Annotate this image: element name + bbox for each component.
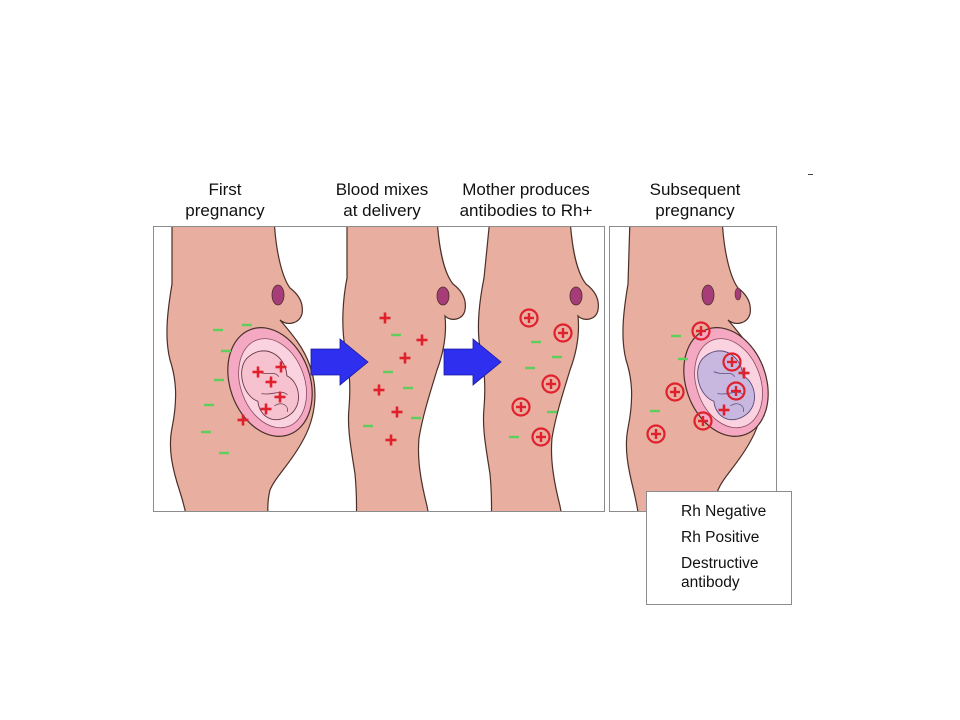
title-subsequent-pregnancy: Subsequent pregnancy — [630, 179, 760, 221]
rh-negative-symbol — [552, 355, 562, 359]
rh-negative-symbol — [678, 357, 688, 361]
title-mother-produces: Mother produces antibodies to Rh+ — [450, 179, 602, 221]
rh-negative-symbol — [383, 370, 393, 374]
title-line: antibodies to Rh+ — [459, 201, 593, 220]
title-first-pregnancy: First pregnancy — [180, 179, 270, 221]
breast-nipple — [734, 287, 742, 301]
rh-negative-symbol — [242, 323, 252, 327]
rh-positive-symbol — [385, 434, 397, 446]
rh-negative-symbol — [547, 410, 557, 414]
rh-positive-symbol — [275, 361, 287, 373]
legend-positive-label: Rh Positive — [681, 529, 760, 546]
rh-negative-symbol — [650, 409, 660, 413]
uterus-subsequent — [683, 327, 769, 437]
legend-negative-label: Rh Negative — [681, 503, 767, 520]
rh-positive-symbol — [274, 391, 286, 403]
destructive-antibody-symbol — [726, 381, 746, 401]
legend: Rh Negative Rh Positive Destructive anti… — [646, 491, 792, 605]
legend-antibody-line: Destructive — [681, 555, 759, 572]
rh-positive-symbol — [738, 367, 750, 379]
destructive-antibody-symbol — [665, 382, 685, 402]
destructive-antibody-symbol — [511, 397, 531, 417]
torso-subsequent-pregnancy — [622, 227, 769, 511]
destructive-antibody-symbol — [693, 411, 713, 431]
title-line: Mother produces — [462, 180, 590, 199]
rh-positive-symbol — [391, 406, 403, 418]
rh-positive-symbol — [252, 366, 264, 378]
rh-positive-symbol — [237, 414, 249, 426]
rh-positive-symbol — [373, 384, 385, 396]
rh-negative-symbol — [391, 333, 401, 337]
rh-negative-symbol — [403, 386, 413, 390]
arrow-2 — [443, 338, 502, 386]
rh-negative-symbol — [671, 334, 681, 338]
rh-negative-symbol — [214, 378, 224, 382]
destructive-antibody-symbol — [531, 427, 551, 447]
legend-antibody-line: antibody — [681, 574, 740, 591]
rh-positive-symbol — [260, 403, 272, 415]
title-line: at delivery — [343, 201, 421, 220]
rh-positive-symbol — [416, 334, 428, 346]
title-line: Blood mixes — [335, 180, 429, 199]
rh-negative-symbol — [221, 349, 231, 353]
torso-mother-antibodies — [477, 227, 599, 511]
destructive-antibody-symbol — [646, 424, 666, 444]
breast-nipple — [701, 284, 715, 306]
torso-blood-mixes — [342, 227, 466, 511]
destructive-antibody-symbol — [541, 374, 561, 394]
rh-positive-symbol — [399, 352, 411, 364]
rh-negative-symbol — [411, 416, 421, 420]
rh-negative-symbol — [213, 328, 223, 332]
breast-nipple — [271, 284, 285, 306]
title-line: pregnancy — [185, 201, 265, 220]
rh-negative-symbol — [219, 451, 229, 455]
rh-negative-symbol — [525, 366, 535, 370]
rh-negative-symbol — [201, 430, 211, 434]
destructive-antibody-symbol — [722, 352, 742, 372]
title-line: pregnancy — [655, 201, 735, 220]
rh-negative-symbol — [531, 340, 541, 344]
legend-antibody-label: Destructive antibody — [681, 554, 759, 592]
destructive-antibody-symbol — [519, 308, 539, 328]
blood-cell-symbols — [201, 308, 750, 455]
title-line: Subsequent — [649, 180, 741, 199]
breast-nipple — [569, 286, 583, 306]
rh-positive-symbol — [718, 404, 730, 416]
destructive-antibody-symbol — [691, 321, 711, 341]
rh-negative-symbol — [363, 424, 373, 428]
title-blood-mixes: Blood mixes at delivery — [322, 179, 442, 221]
rh-positive-symbol — [265, 376, 277, 388]
destructive-antibody-symbol — [553, 323, 573, 343]
rh-negative-symbol — [509, 435, 519, 439]
title-line: First — [208, 180, 242, 199]
rh-negative-symbol — [204, 403, 214, 407]
stray-mark — [808, 174, 813, 175]
rh-positive-symbol — [379, 312, 391, 324]
arrow-1 — [310, 338, 369, 386]
breast-nipple — [436, 286, 450, 306]
